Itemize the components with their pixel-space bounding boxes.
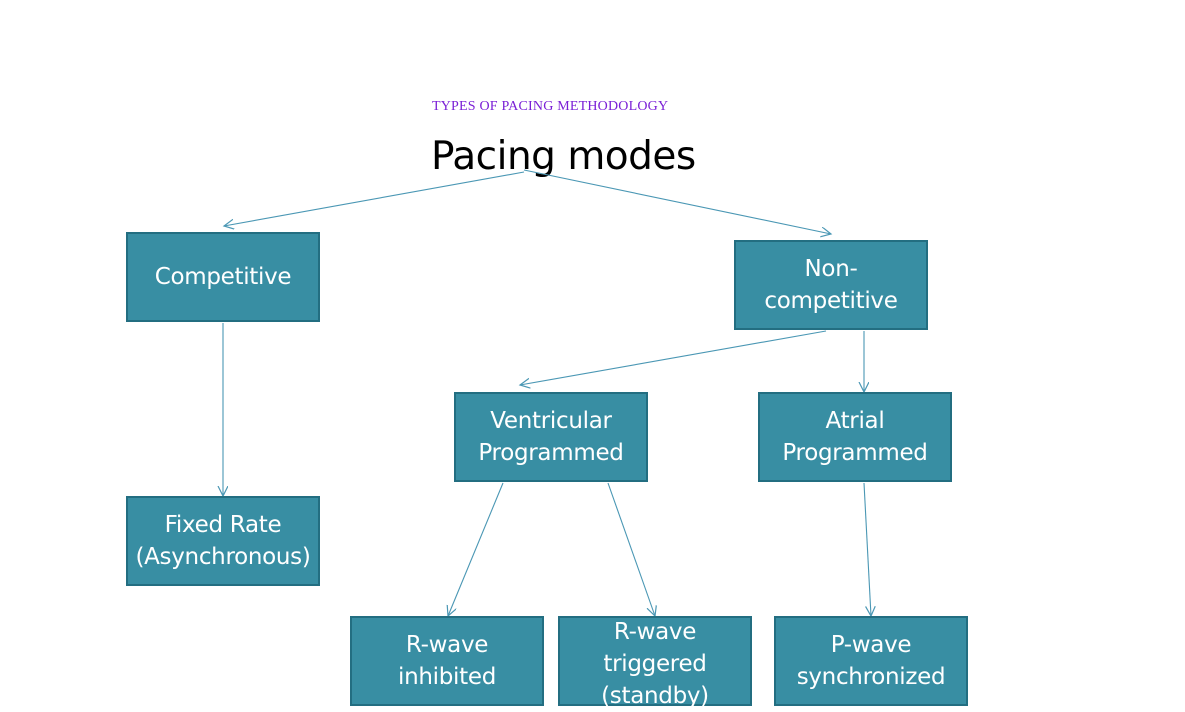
arrow-title-to-competitive [224,171,525,226]
node-atrial-programmed-label: Atrial Programmed [782,408,928,466]
arrow-title-to-non-competitive [523,169,831,234]
node-r-wave-inhibited-label: R-wave inhibited [398,632,496,690]
arrow-atrial-to-p-wave [863,482,871,616]
node-non-competitive-label: Non- competitive [764,256,898,314]
node-competitive: Competitive [126,232,320,322]
node-r-wave-triggered-label: R-wave triggered (standby) [601,619,709,709]
slide-subtitle: TYPES OF PACING METHODOLOGY [432,99,669,114]
node-r-wave-triggered: R-wave triggered (standby) [558,616,752,709]
node-fixed-rate: Fixed Rate (Asynchronous) [126,496,320,586]
node-ventricular-programmed: Ventricular Programmed [454,392,648,482]
arrow-ventricular-to-r-wave-inhibited [448,482,504,616]
node-atrial-programmed: Atrial Programmed [758,392,952,482]
arrow-non-competitive-to-ventricular [520,330,827,385]
arrow-ventricular-to-r-wave-triggered [607,482,655,616]
node-r-wave-inhibited: R-wave inhibited [350,616,544,706]
connector-lines [0,169,1185,692]
node-fixed-rate-label: Fixed Rate (Asynchronous) [135,512,311,570]
node-p-wave-synchronized-label: P-wave synchronized [796,632,946,690]
node-ventricular-programmed-label: Ventricular Programmed [478,408,624,466]
slide-title: Pacing modes [431,134,696,179]
node-competitive-label: Competitive [154,264,292,290]
node-non-competitive: Non- competitive [734,240,928,330]
node-p-wave-synchronized: P-wave synchronized [774,616,968,706]
